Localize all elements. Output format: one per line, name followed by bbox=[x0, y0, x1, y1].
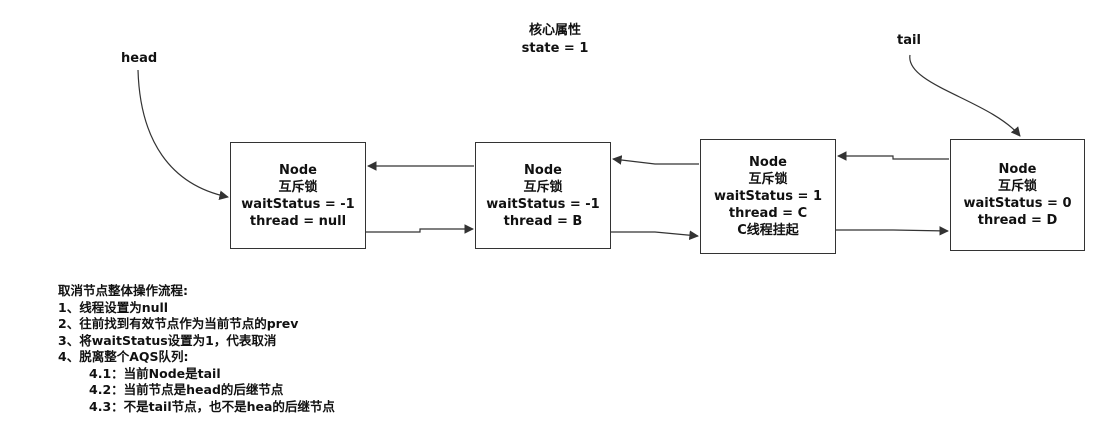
node-title: Node bbox=[749, 155, 787, 170]
next-arrow-b-to-c bbox=[611, 230, 699, 240]
node-thread: thread = null bbox=[249, 213, 347, 229]
node-title: Node bbox=[279, 162, 317, 178]
next-arrow-a-to-b bbox=[366, 224, 474, 234]
procedure-substep: 4.2：当前节点是head的后继节点 bbox=[89, 382, 284, 397]
node-box-b: Node 互斥锁 waitStatus = -1 thread = B bbox=[475, 142, 611, 249]
core-heading: 核心属性 bbox=[528, 23, 581, 38]
node-lock: 互斥锁 bbox=[997, 179, 1037, 194]
core-attributes: 核心属性 state = 1 bbox=[500, 22, 610, 58]
node-box-head: Node 互斥锁 waitStatus = -1 thread = null bbox=[230, 142, 366, 249]
procedure-substep: 4.1：当前Node是tail bbox=[89, 365, 221, 381]
cancel-procedure: 取消节点整体操作流程: 1、线程设置为null 2、往前找到有效节点作为当前节点… bbox=[58, 283, 335, 415]
node-lock: 互斥锁 bbox=[748, 172, 788, 187]
node-thread: thread = B bbox=[503, 213, 583, 229]
procedure-substep: 4.3：不是tail节点，也不是hea的后继节点 bbox=[89, 398, 335, 414]
node-box-tail: Node 互斥锁 waitStatus = 0 thread = D bbox=[950, 139, 1085, 251]
node-thread: thread = D bbox=[977, 213, 1058, 228]
node-thread: thread = C bbox=[728, 206, 808, 221]
prev-arrow-c-to-b bbox=[612, 155, 699, 165]
node-note: C线程挂起 bbox=[737, 223, 799, 238]
head-pointer-arrow bbox=[137, 69, 229, 200]
node-title: Node bbox=[998, 162, 1037, 177]
prev-arrow-d-to-c bbox=[837, 151, 949, 161]
node-wait-status: waitStatus = -1 bbox=[241, 196, 355, 212]
head-pointer-label: head bbox=[121, 51, 158, 66]
node-wait-status: waitStatus = 1 bbox=[714, 189, 822, 204]
procedure-step: 3、将waitStatus设置为1，代表取消 bbox=[58, 332, 277, 348]
tail-pointer-arrow bbox=[909, 54, 1021, 137]
next-arrow-c-to-d bbox=[836, 226, 949, 236]
procedure-step: 4、脱离整个AQS队列: bbox=[58, 349, 189, 364]
procedure-step: 2、往前找到有效节点作为当前节点的prev bbox=[58, 316, 299, 331]
node-wait-status: waitStatus = 0 bbox=[963, 196, 1072, 211]
core-state: state = 1 bbox=[521, 41, 589, 56]
node-lock: 互斥锁 bbox=[523, 179, 563, 195]
tail-pointer-label: tail bbox=[897, 33, 921, 48]
procedure-step: 1、线程设置为null bbox=[58, 299, 169, 315]
node-lock: 互斥锁 bbox=[278, 179, 318, 195]
node-box-c: Node 互斥锁 waitStatus = 1 thread = C C线程挂起 bbox=[700, 139, 836, 254]
procedure-heading: 取消节点整体操作流程: bbox=[58, 283, 188, 298]
node-wait-status: waitStatus = -1 bbox=[486, 196, 600, 212]
node-title: Node bbox=[524, 162, 562, 178]
